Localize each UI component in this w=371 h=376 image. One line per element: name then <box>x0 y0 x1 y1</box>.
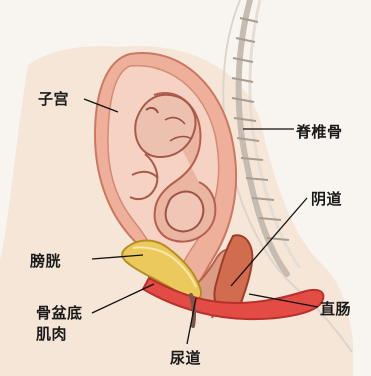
pelvic-floor-muscle-label: 骨盆底肌肉 <box>36 303 88 345</box>
bladder-label: 膀胱 <box>30 252 61 270</box>
rectum-label: 直肠 <box>320 300 351 318</box>
spine-label: 脊椎骨 <box>296 123 343 141</box>
vagina-label: 阴道 <box>311 190 342 208</box>
urethra-label: 尿道 <box>170 349 201 367</box>
uterus-label: 子宫 <box>38 90 69 108</box>
